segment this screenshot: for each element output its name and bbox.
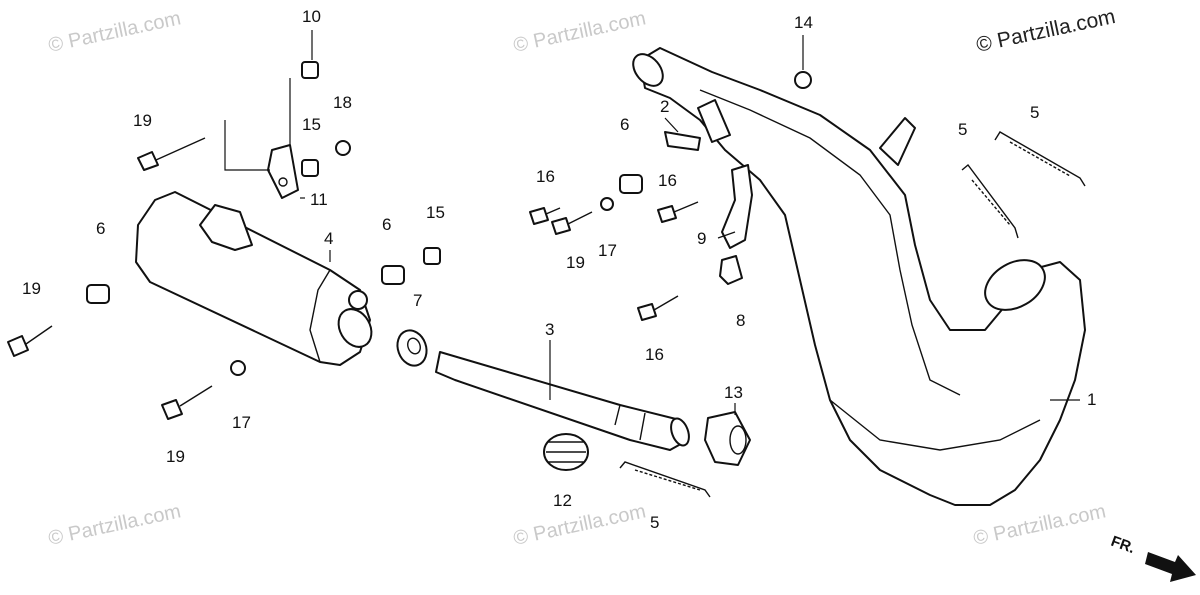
callout-15-upper: 15 xyxy=(302,115,321,134)
part-5-spring-upper-right[interactable] xyxy=(994,131,1086,187)
callout-10: 10 xyxy=(302,7,321,26)
callout-18: 18 xyxy=(333,93,352,112)
part-19-bolt-lower-left[interactable] xyxy=(161,385,213,420)
front-arrow-icon xyxy=(1145,552,1196,582)
callout-9: 9 xyxy=(697,229,706,248)
watermark-top-left: © Partzilla.com xyxy=(46,7,182,57)
callout-1: 1 xyxy=(1087,390,1096,409)
part-18-nut[interactable] xyxy=(335,140,351,156)
part-8-clip[interactable] xyxy=(719,255,743,285)
part-1-exhaust-chamber[interactable] xyxy=(627,47,1086,506)
part-15-collar-upper[interactable] xyxy=(301,159,319,177)
part-4-silencer[interactable] xyxy=(135,191,378,366)
watermark-top-right: © Partzilla.com xyxy=(974,5,1117,57)
callout-19-left: 19 xyxy=(22,279,41,298)
callout-17-left: 17 xyxy=(232,413,251,432)
part-17-washer-center[interactable] xyxy=(600,197,614,211)
part-16-bolt-center[interactable] xyxy=(529,207,561,225)
callout-15-lower: 15 xyxy=(426,203,445,222)
part-14-nut[interactable] xyxy=(794,71,812,89)
callout-17-center: 17 xyxy=(598,241,617,260)
part-10-grommet[interactable] xyxy=(301,61,319,79)
callout-16-right: 16 xyxy=(658,171,677,190)
watermark-bottom-center: © Partzilla.com xyxy=(511,500,647,550)
part-16-bolt-lower[interactable] xyxy=(637,295,679,321)
part-6-nut-right[interactable] xyxy=(619,174,643,194)
callout-11: 11 xyxy=(310,190,328,209)
callout-16-center: 16 xyxy=(536,167,555,186)
leader-lines xyxy=(224,30,1080,415)
part-16-bolt-right[interactable] xyxy=(657,201,699,223)
callout-6-center: 6 xyxy=(382,215,391,234)
part-6-nut-center[interactable] xyxy=(381,265,405,285)
part-9-bracket[interactable] xyxy=(721,164,753,249)
part-13-joint[interactable] xyxy=(704,411,751,466)
callout-19-lower-left: 19 xyxy=(166,447,185,466)
callout-19-center: 19 xyxy=(566,253,585,272)
part-5-spring-middle-right[interactable] xyxy=(961,163,1019,239)
callout-7: 7 xyxy=(413,291,422,310)
part-12-packing[interactable] xyxy=(543,433,589,471)
callout-5-lower: 5 xyxy=(650,513,659,532)
part-15-collar-lower[interactable] xyxy=(423,247,441,265)
part-17-washer-left[interactable] xyxy=(230,360,246,376)
callout-labels: 1 2 3 4 5 5 5 6 6 6 7 8 9 10 11 12 13 14… xyxy=(22,7,1096,532)
callout-6-left: 6 xyxy=(96,219,105,238)
callout-12: 12 xyxy=(553,491,572,510)
callout-19-upper-left: 19 xyxy=(133,111,152,130)
callout-13: 13 xyxy=(724,383,743,402)
watermark-top-center: © Partzilla.com xyxy=(511,7,647,57)
front-direction-marker: FR. xyxy=(1109,533,1196,582)
callout-14: 14 xyxy=(794,13,813,32)
watermark-bottom-right: © Partzilla.com xyxy=(971,500,1107,550)
callout-2: 2 xyxy=(660,97,669,116)
callout-16-lower: 16 xyxy=(645,345,664,364)
part-2-plate[interactable] xyxy=(664,131,701,151)
part-19-bolt-center[interactable] xyxy=(551,211,593,235)
front-label: FR. xyxy=(1109,533,1138,557)
callout-6-right: 6 xyxy=(620,115,629,134)
callout-3: 3 xyxy=(545,320,554,339)
part-6-nut-left[interactable] xyxy=(86,284,110,304)
callout-4: 4 xyxy=(324,229,333,248)
callout-8: 8 xyxy=(736,311,745,330)
part-5-spring-lower[interactable] xyxy=(619,461,711,498)
callout-5-upper-right: 5 xyxy=(1030,103,1039,122)
part-19-bolt-upper-left[interactable] xyxy=(137,137,206,171)
callout-5-middle-right: 5 xyxy=(958,120,967,139)
part-11-bracket[interactable] xyxy=(267,144,299,199)
part-3-tail-pipe[interactable] xyxy=(435,351,692,451)
watermark-bottom-left: © Partzilla.com xyxy=(46,500,182,550)
part-7-grommet[interactable] xyxy=(393,326,432,369)
part-19-bolt-left[interactable] xyxy=(7,325,53,357)
